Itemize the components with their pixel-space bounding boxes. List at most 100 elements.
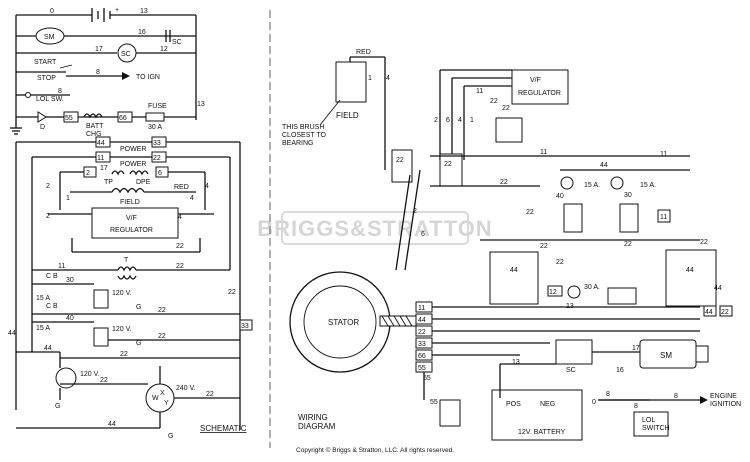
svg-text:12: 12 (160, 46, 168, 53)
svg-text:2: 2 (46, 213, 50, 220)
svg-text:13: 13 (512, 359, 520, 366)
svg-text:22: 22 (158, 307, 166, 314)
svg-text:4: 4 (458, 117, 462, 124)
svg-text:44: 44 (108, 421, 116, 428)
svg-text:8: 8 (58, 88, 62, 95)
svg-text:11: 11 (476, 88, 483, 95)
svg-text:V/F: V/F (530, 77, 541, 84)
svg-text:120 V.: 120 V. (112, 290, 132, 297)
svg-text:22: 22 (624, 241, 632, 248)
svg-text:33: 33 (418, 341, 426, 348)
svg-text:11: 11 (418, 305, 425, 312)
svg-text:2: 2 (434, 117, 438, 124)
svg-text:REGULATOR: REGULATOR (110, 227, 153, 234)
svg-text:22: 22 (556, 259, 564, 266)
svg-text:40: 40 (66, 315, 74, 322)
svg-text:44: 44 (44, 345, 52, 352)
svg-text:17: 17 (632, 345, 640, 352)
stator-wire-labels: 11 44 22 33 66 55 (415, 301, 433, 373)
svg-text:TP: TP (104, 179, 113, 186)
svg-text:TO IGN: TO IGN (136, 74, 160, 81)
svg-text:POWER: POWER (120, 146, 146, 153)
svg-text:120 V.: 120 V. (112, 326, 132, 333)
svg-text:22: 22 (444, 161, 452, 168)
svg-text:1: 1 (66, 195, 70, 202)
svg-text:55: 55 (418, 365, 426, 372)
svg-text:POWER: POWER (120, 161, 146, 168)
svg-text:POS: POS (506, 401, 521, 408)
svg-text:1: 1 (470, 117, 474, 124)
svg-text:120 V.: 120 V. (80, 371, 100, 378)
svg-text:240 V.: 240 V. (176, 385, 196, 392)
svg-text:30 A: 30 A (148, 124, 162, 131)
svg-text:SC: SC (172, 39, 182, 46)
svg-text:33: 33 (153, 140, 161, 147)
svg-text:55: 55 (430, 399, 438, 406)
svg-text:REGULATOR: REGULATOR (518, 90, 561, 97)
svg-text:2: 2 (46, 183, 50, 190)
svg-text:C B: C B (46, 303, 58, 310)
svg-text:T: T (124, 257, 129, 264)
svg-text:DPE: DPE (136, 179, 151, 186)
svg-text:22: 22 (418, 329, 426, 336)
svg-text:G: G (136, 304, 141, 311)
svg-text:13: 13 (566, 303, 574, 310)
svg-text:X: X (160, 390, 165, 397)
svg-text:22: 22 (526, 209, 534, 216)
svg-text:FIELD: FIELD (336, 111, 359, 120)
svg-text:55: 55 (423, 375, 431, 382)
svg-text:44: 44 (418, 317, 426, 324)
svg-text:44: 44 (8, 330, 16, 337)
starter-contactor (555, 339, 593, 365)
svg-text:2: 2 (413, 208, 417, 215)
svg-text:15 A: 15 A (36, 295, 50, 302)
svg-text:17: 17 (100, 165, 108, 172)
svg-text:LOL SW.: LOL SW. (36, 96, 64, 103)
svg-text:11: 11 (540, 149, 547, 156)
svg-text:15 A.: 15 A. (640, 182, 656, 189)
svg-text:30: 30 (624, 192, 632, 199)
receptacle-right (665, 249, 717, 307)
svg-text:8: 8 (674, 393, 678, 400)
svg-text:SC: SC (566, 367, 576, 374)
svg-text:Y: Y (164, 400, 169, 407)
svg-text:NEG: NEG (540, 401, 555, 408)
lol-switch (633, 411, 669, 437)
svg-text:4: 4 (386, 75, 390, 82)
svg-text:G: G (55, 403, 60, 410)
svg-text:44: 44 (600, 162, 608, 169)
svg-text:FUSE: FUSE (148, 103, 167, 110)
svg-text:1: 1 (368, 75, 372, 82)
svg-text:44: 44 (705, 309, 713, 316)
svg-text:SC: SC (121, 51, 131, 58)
svg-text:6: 6 (421, 231, 425, 238)
stator-inner (303, 285, 377, 359)
svg-text:22: 22 (176, 243, 184, 250)
svg-text:BRIGGS&STRATTON: BRIGGS&STRATTON (257, 216, 492, 241)
svg-text:44: 44 (510, 267, 518, 274)
svg-text:SM: SM (44, 34, 55, 41)
svg-text:15 A.: 15 A. (584, 182, 600, 189)
svg-text:RED: RED (174, 184, 189, 191)
svg-text:W: W (152, 395, 159, 402)
schematic-title: SCHEMATIC (200, 424, 247, 433)
svg-text:12: 12 (549, 289, 557, 296)
wiring-vf-regulator (511, 69, 569, 105)
svg-text:22: 22 (153, 155, 161, 162)
svg-text:RED: RED (356, 49, 371, 56)
svg-text:33: 33 (241, 323, 249, 330)
brush-holder (335, 61, 367, 103)
svg-text:V/F: V/F (126, 215, 137, 222)
svg-text:22: 22 (500, 179, 508, 186)
svg-text:START: START (34, 59, 57, 66)
svg-text:11: 11 (58, 263, 65, 270)
svg-text:+: + (115, 7, 119, 14)
svg-text:4: 4 (178, 214, 182, 221)
svg-text:16: 16 (616, 367, 624, 374)
